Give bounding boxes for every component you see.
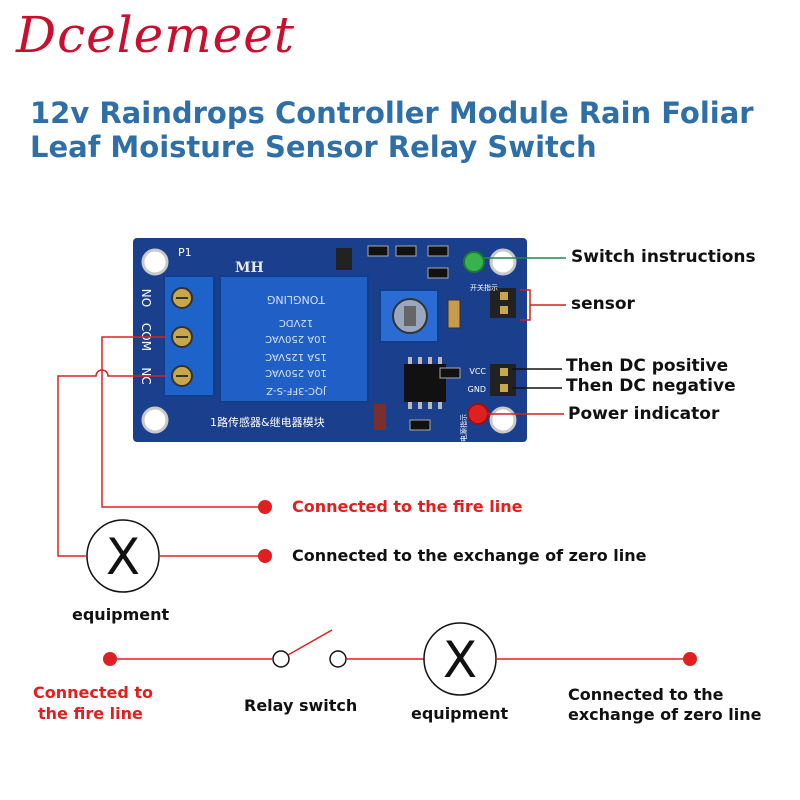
silk-power-indicator: 电源指示 <box>459 414 468 442</box>
callout-dc-negative: Then DC negative <box>566 376 736 396</box>
silk-switch-indicator: 开关指示 <box>470 283 498 292</box>
relay-text-2: 10A 250VAC <box>265 367 327 378</box>
smd-resistor-2 <box>395 245 417 257</box>
relay-module-board: P1 MH NO COM NC JQC-3FF-S-Z 10A 250VAC 1… <box>133 238 527 442</box>
power-led <box>467 403 489 425</box>
circuit-label-fire-line-1: Connected to <box>33 683 154 702</box>
relay-brand: TONGLING <box>267 293 326 306</box>
mount-hole-bottom-left <box>141 406 169 434</box>
mount-hole-top-left <box>141 248 169 276</box>
fire-line-terminal-dot <box>258 500 272 514</box>
callout-sensor: sensor <box>571 294 635 314</box>
equipment-x-2: X <box>443 631 477 689</box>
wire-nc-to-equipment <box>57 369 166 557</box>
callout-dc-positive: Then DC positive <box>566 356 729 376</box>
smd-resistor-4 <box>427 267 449 279</box>
circuit-label-zero-line-2: exchange of zero line <box>568 705 762 724</box>
title-line-1: 12v Raindrops Controller Module Rain Fol… <box>30 96 754 130</box>
terminal-label-no: NO <box>139 289 153 307</box>
equipment-x-1: X <box>106 528 140 586</box>
transistor <box>336 248 352 270</box>
circuit-label-fire-line-2: the fire line <box>38 704 143 723</box>
relay-text-1: JQC-3FF-S-Z <box>266 385 327 396</box>
relay-switch-contact-right <box>329 650 347 668</box>
label-mh: MH <box>235 260 264 276</box>
label-p1: P1 <box>178 246 192 259</box>
page-title: 12v Raindrops Controller Module Rain Fol… <box>30 96 790 164</box>
circuit-zero-dot <box>683 652 697 666</box>
circuit-label-equipment: equipment <box>411 704 509 723</box>
zero-line-terminal-dot <box>258 549 272 563</box>
wire-com-to-fire <box>101 336 262 508</box>
pin-label-vcc: VCC <box>469 367 486 376</box>
label-zero-line: Connected to the exchange of zero line <box>292 546 647 565</box>
brand-logo: Dcelemeet <box>16 6 295 64</box>
ic-chip <box>404 364 446 402</box>
callout-power-indicator: Power indicator <box>568 404 720 424</box>
switch-led <box>463 251 485 273</box>
mount-hole-top-right <box>489 248 517 276</box>
series-circuit: X <box>103 622 697 696</box>
circuit-label-zero-line-1: Connected to the <box>568 685 724 704</box>
relay-text-5: 12VDC <box>279 317 313 328</box>
terminal-wiring <box>57 336 262 557</box>
capacitor <box>447 299 461 329</box>
circuit-fire-dot <box>103 652 117 666</box>
diode <box>374 404 386 430</box>
circuit-label-relay-switch: Relay switch <box>244 696 358 715</box>
smd-resistor-3 <box>427 245 449 257</box>
pin-label-gnd: GND <box>468 385 486 394</box>
smd-resistor-1 <box>367 245 389 257</box>
relay <box>219 275 369 403</box>
label-fire-line: Connected to the fire line <box>292 497 523 516</box>
potentiometer-slot <box>404 306 416 326</box>
relay-text-4: 10A 250VAC <box>265 333 327 344</box>
label-equipment-1: equipment <box>72 605 170 624</box>
title-line-2: Leaf Moisture Sensor Relay Switch <box>30 130 597 164</box>
smd-resistor-5 <box>409 419 431 431</box>
silk-module-name: 1路传感器&继电器模块 <box>210 416 325 429</box>
relay-switch-contact-left <box>272 650 290 668</box>
equipment-symbol-1 <box>86 519 160 593</box>
callout-switch-instructions: Switch instructions <box>571 247 756 267</box>
smd-resistor-6 <box>439 367 461 379</box>
relay-switch-blade <box>287 629 333 656</box>
relay-text-3: 15A 125VAC <box>265 351 327 362</box>
mount-hole-bottom-right <box>489 406 517 434</box>
